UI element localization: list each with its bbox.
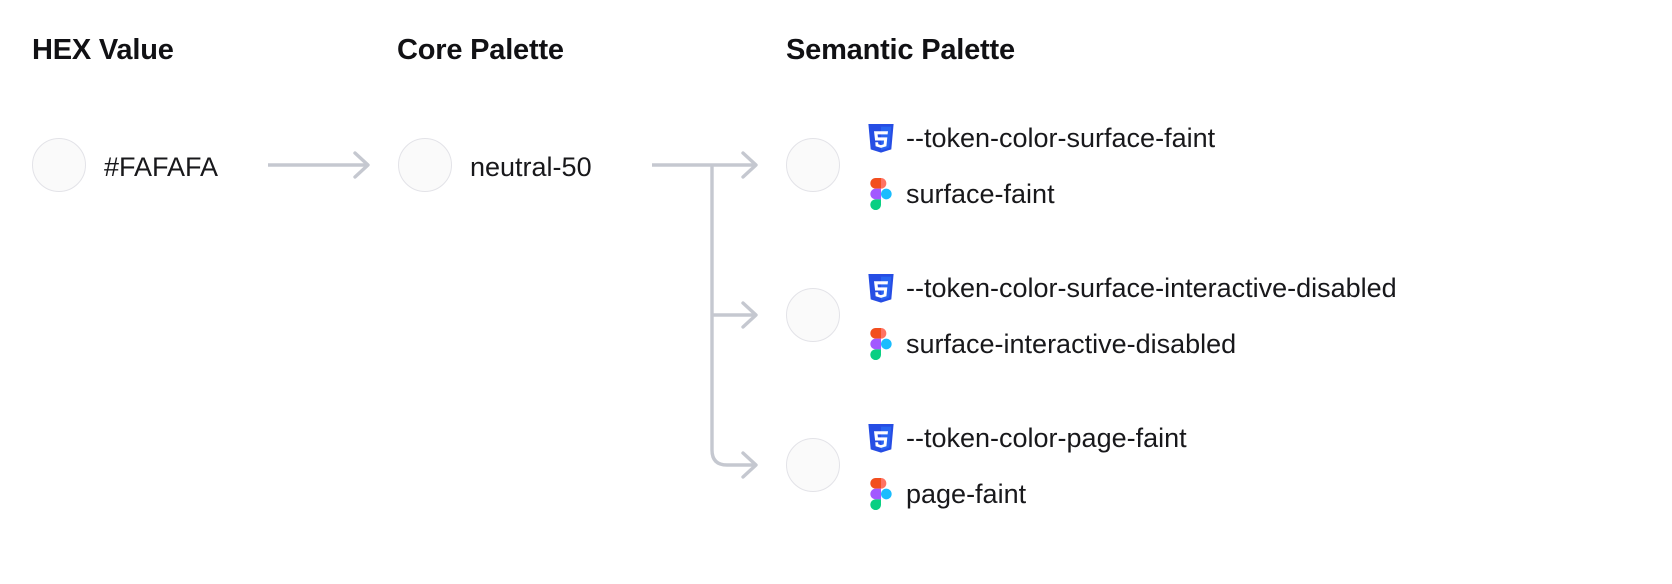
figma-icon bbox=[866, 478, 896, 510]
branch-3-arrowhead bbox=[741, 451, 758, 479]
column-heading-semantic-palette: Semantic Palette bbox=[786, 34, 1015, 66]
css3-icon bbox=[866, 422, 896, 454]
branch-2-arrowhead bbox=[741, 301, 758, 329]
branch-trunk-vertical bbox=[710, 165, 728, 467]
swatch-hex-value[interactable] bbox=[32, 138, 86, 192]
css3-icon bbox=[866, 272, 896, 304]
arrow-hex-to-core-head bbox=[353, 151, 370, 179]
css-token-line: --token-color-page-faint bbox=[866, 418, 1187, 458]
css-token-label: --token-color-page-faint bbox=[906, 422, 1187, 453]
swatch-core-palette[interactable] bbox=[398, 138, 452, 192]
core-palette-label: neutral-50 bbox=[470, 152, 592, 182]
css-token-label: --token-color-surface-interactive-disabl… bbox=[906, 272, 1397, 303]
semantic-token-row: --token-color-page-faint page-faint bbox=[866, 418, 1187, 514]
figma-token-label: surface-faint bbox=[906, 178, 1055, 209]
swatch-semantic-1[interactable] bbox=[786, 288, 840, 342]
semantic-token-row: --token-color-surface-interactive-disabl… bbox=[866, 268, 1397, 364]
figma-token-line: page-faint bbox=[866, 474, 1187, 514]
figma-token-label: page-faint bbox=[906, 478, 1027, 509]
figma-token-line: surface-faint bbox=[866, 174, 1215, 214]
swatch-semantic-2[interactable] bbox=[786, 438, 840, 492]
css-token-line: --token-color-surface-interactive-disabl… bbox=[866, 268, 1397, 308]
semantic-token-row: --token-color-surface-faint surface-fain… bbox=[866, 118, 1215, 214]
swatch-semantic-0[interactable] bbox=[786, 138, 840, 192]
css-token-line: --token-color-surface-faint bbox=[866, 118, 1215, 158]
branch-1-arrowhead bbox=[741, 151, 758, 179]
column-heading-hex-value: HEX Value bbox=[32, 34, 174, 66]
figma-token-label: surface-interactive-disabled bbox=[906, 328, 1237, 359]
figma-icon bbox=[866, 328, 896, 360]
hex-value-label: #FAFAFA bbox=[104, 152, 219, 182]
css3-icon bbox=[866, 122, 896, 154]
css-token-label: --token-color-surface-faint bbox=[906, 122, 1216, 153]
figma-icon bbox=[866, 178, 896, 210]
figma-token-line: surface-interactive-disabled bbox=[866, 324, 1397, 364]
column-heading-core-palette: Core Palette bbox=[397, 34, 564, 66]
